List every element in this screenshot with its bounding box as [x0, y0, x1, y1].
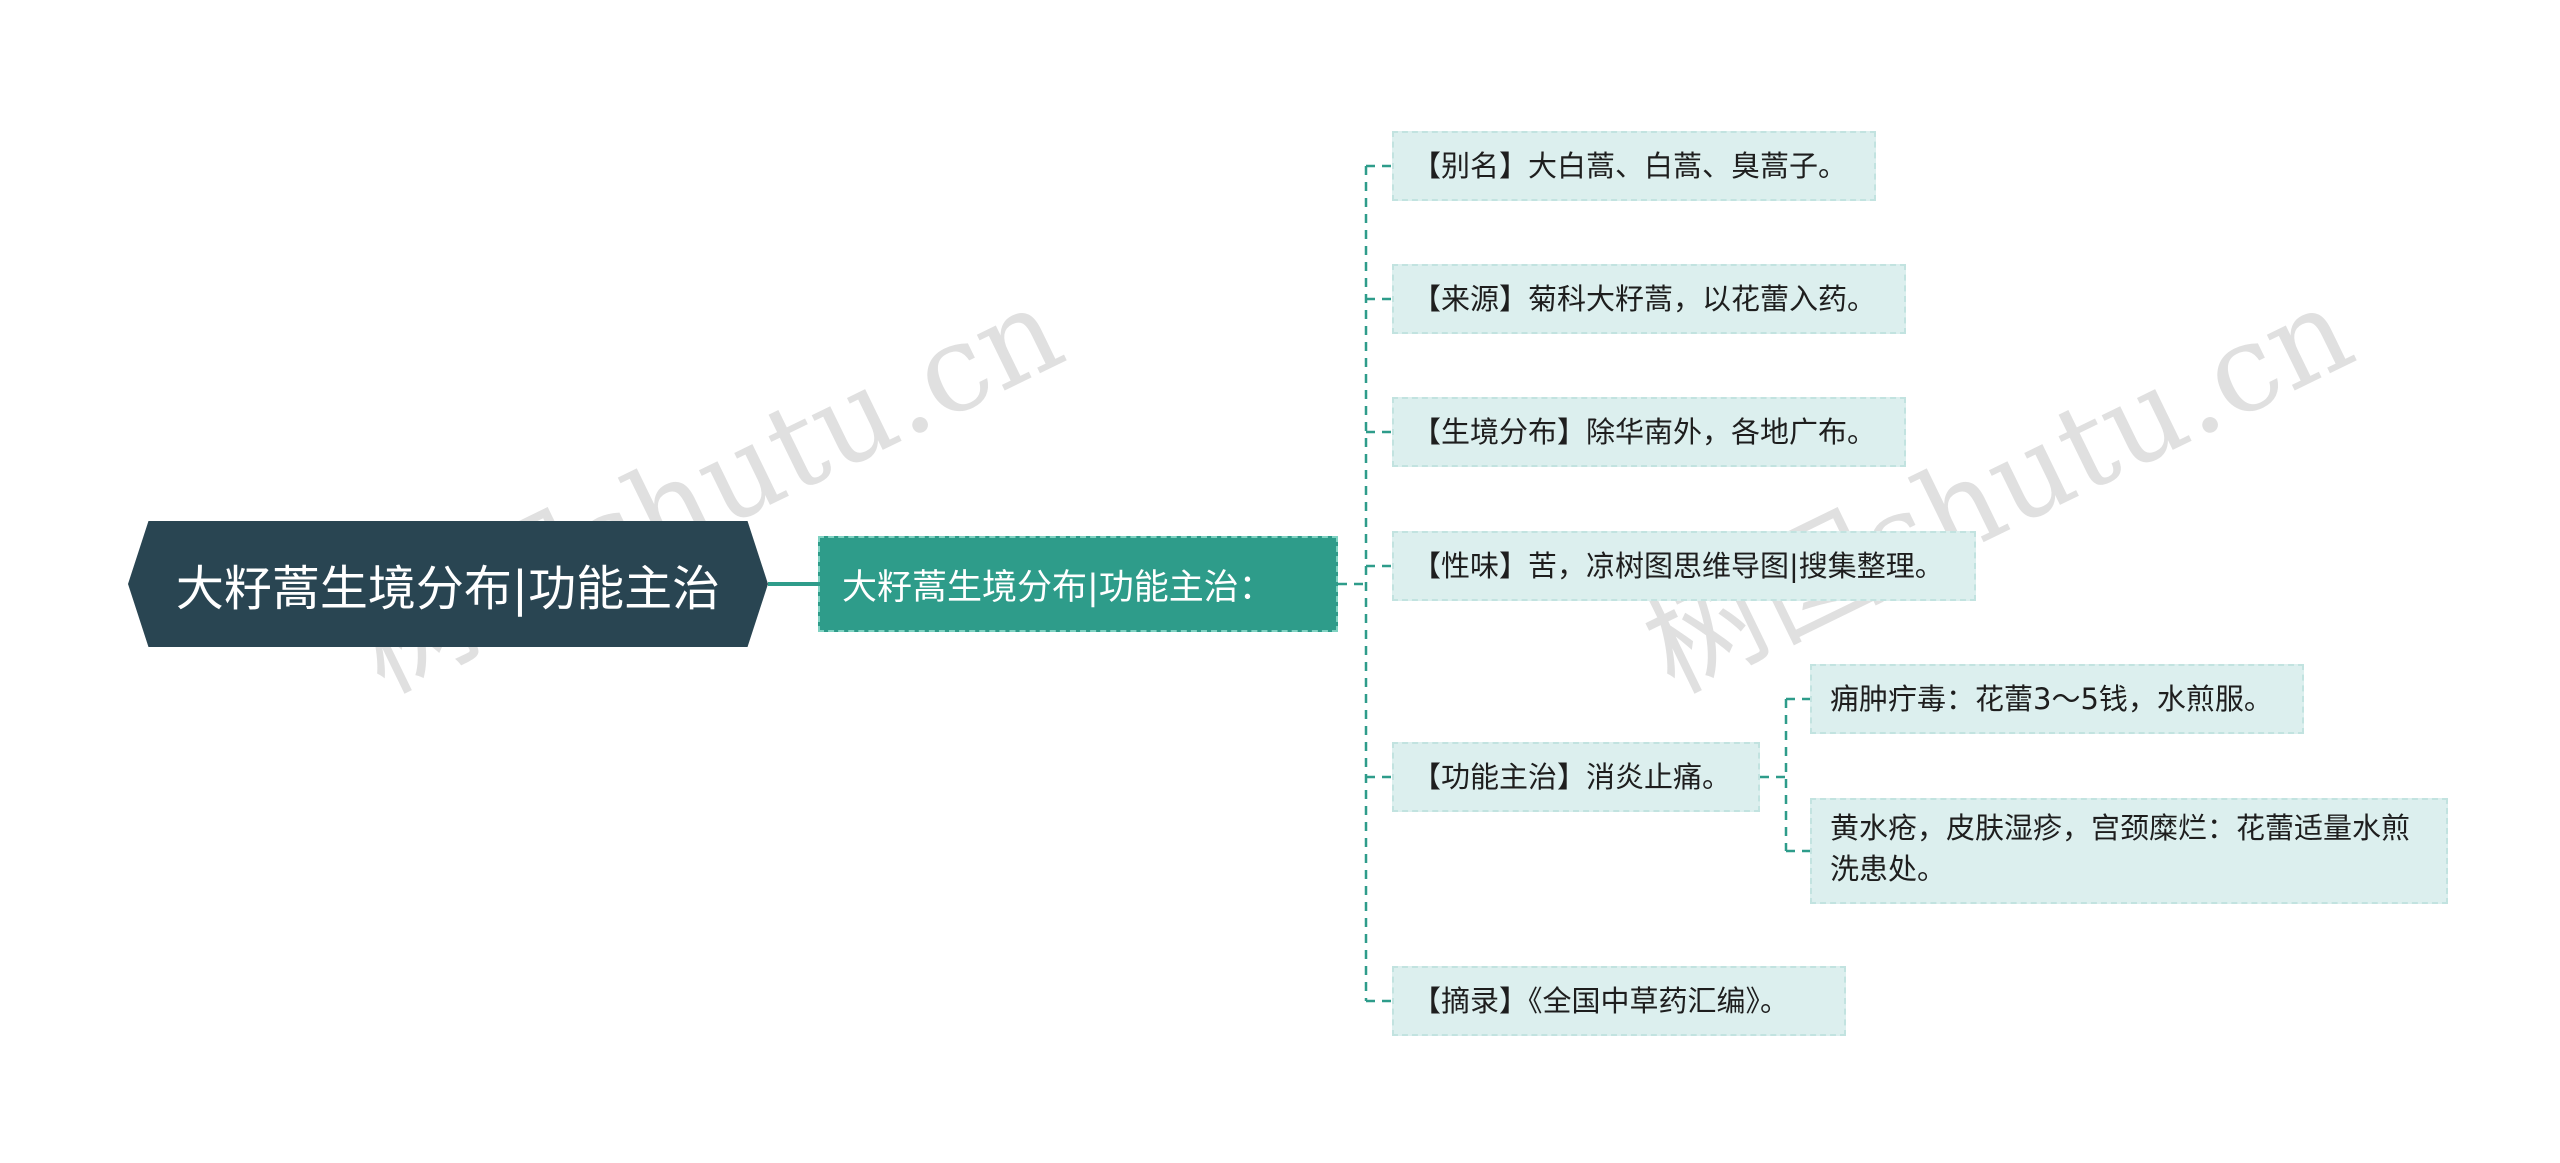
leaf-node-function[interactable]: 【功能主治】消炎止痛。	[1392, 742, 1760, 812]
leaf-label: 【别名】大白蒿、白蒿、臭蒿子。	[1412, 148, 1848, 183]
leaf-label: 【来源】菊科大籽蒿，以花蕾入药。	[1412, 281, 1877, 316]
root-topic-label: 大籽蒿生境分布|功能主治	[175, 561, 721, 617]
leaf-node-source[interactable]: 【来源】菊科大籽蒿，以花蕾入药。	[1392, 264, 1906, 334]
branch-topic-label: 大籽蒿生境分布|功能主治：	[842, 567, 1274, 608]
leaf-label: 【功能主治】消炎止痛。	[1412, 759, 1732, 794]
leaf-node-function-usage-1[interactable]: 痈肿疔毒：花蕾3～5钱，水煎服。	[1810, 664, 2304, 734]
leaf-label: 痈肿疔毒：花蕾3～5钱，水煎服。	[1830, 681, 2273, 716]
leaf-node-function-usage-2[interactable]: 黄水疮，皮肤湿疹，宫颈糜烂：花蕾适量水煎洗患处。	[1810, 798, 2448, 904]
leaf-node-excerpt[interactable]: 【摘录】《全国中草药汇编》。	[1392, 966, 1846, 1036]
leaf-node-alias[interactable]: 【别名】大白蒿、白蒿、臭蒿子。	[1392, 131, 1876, 201]
leaf-label: 黄水疮，皮肤湿疹，宫颈糜烂：花蕾适量水煎洗患处。	[1830, 811, 2411, 886]
branch-topic-node[interactable]: 大籽蒿生境分布|功能主治：	[818, 536, 1338, 632]
leaf-node-nature-taste[interactable]: 【性味】苦，凉树图思维导图|搜集整理。	[1392, 531, 1976, 601]
leaf-node-habitat[interactable]: 【生境分布】除华南外，各地广布。	[1392, 397, 1906, 467]
leaf-label: 【摘录】《全国中草药汇编》。	[1412, 983, 1790, 1018]
leaf-label: 【生境分布】除华南外，各地广布。	[1412, 414, 1877, 449]
leaf-label: 【性味】苦，凉树图思维导图|搜集整理。	[1412, 548, 1944, 583]
root-topic-node[interactable]: 大籽蒿生境分布|功能主治	[128, 521, 768, 647]
